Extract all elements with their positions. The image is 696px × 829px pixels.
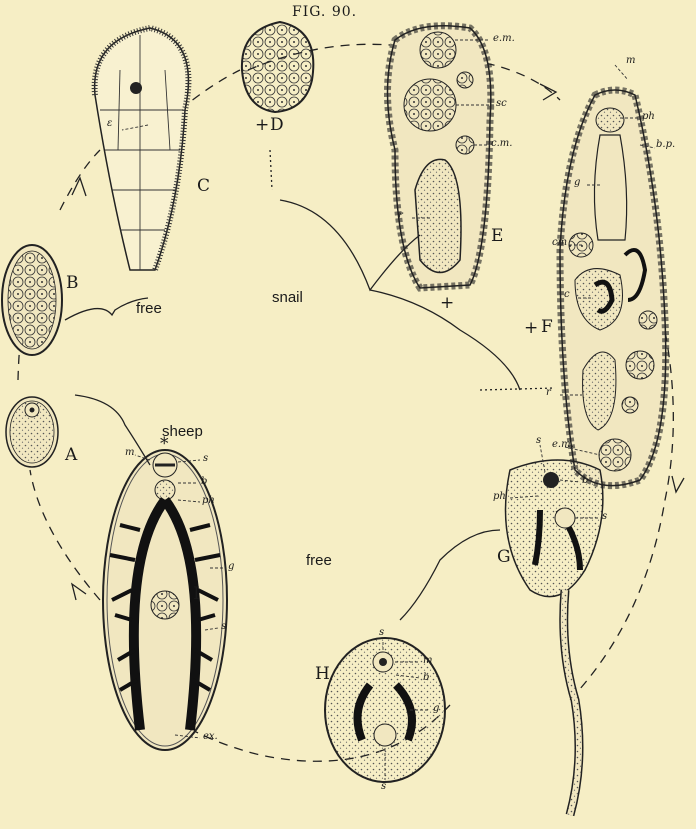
- part-em-e: e.m.: [493, 34, 515, 44]
- stage-label-a: A: [65, 447, 77, 464]
- part-g-f: g: [574, 178, 580, 188]
- part-ph-i: ph: [202, 496, 215, 506]
- part-g-i: g: [228, 562, 234, 572]
- part-sc-e: sc: [496, 99, 507, 109]
- part-m-h: m: [423, 656, 432, 666]
- part-ex-i: ex.: [203, 732, 218, 742]
- part-m-f: m: [626, 56, 635, 66]
- host-free-top: free: [136, 301, 162, 316]
- part-epsilon-c: ε: [107, 119, 112, 129]
- part-em-f: e.m.: [552, 440, 574, 450]
- part-cm-f: cm: [552, 238, 567, 248]
- stage-label-e: E: [491, 228, 503, 245]
- stage-label-c: C: [197, 178, 210, 195]
- part-s2-i: s: [221, 622, 226, 632]
- stage-label-b: B: [66, 275, 79, 292]
- part-ph-f: ph: [642, 112, 655, 122]
- part-bp-f: b.p.: [656, 140, 675, 150]
- sporocyst-d: [242, 22, 313, 112]
- stage-label-i: I: [193, 586, 200, 603]
- redia-f: [560, 90, 666, 486]
- part-r-e: r: [398, 211, 403, 221]
- part-ph-g: ph: [493, 492, 506, 502]
- part-b-g: b: [582, 476, 588, 486]
- part-g-h: g: [433, 704, 439, 714]
- part-s2-g: s: [602, 512, 607, 522]
- plus-f: +: [524, 320, 538, 337]
- part-star-i: *: [160, 436, 169, 453]
- part-s-g: s: [536, 436, 541, 446]
- plus-e: +: [440, 295, 454, 312]
- egg-b: [2, 245, 62, 355]
- stage-label-d: D: [270, 117, 284, 134]
- egg-a: [6, 397, 58, 467]
- part-b-h: b: [423, 673, 429, 683]
- part-s-i: s: [203, 454, 208, 464]
- part-r-f: r: [546, 388, 551, 398]
- stage-label-g: G: [497, 549, 511, 566]
- cercaria-g: [506, 460, 603, 815]
- figure-title: FIG. 90.: [292, 5, 357, 19]
- part-s-h: s: [379, 628, 384, 638]
- host-free-bottom: free: [306, 553, 332, 568]
- part-c-f: c: [564, 290, 570, 300]
- part-b-i: b: [201, 477, 207, 487]
- stage-label-f: F: [541, 319, 553, 336]
- miracidium-c: [95, 28, 189, 270]
- host-snail: snail: [272, 290, 303, 305]
- plus-d: +: [255, 117, 269, 134]
- redia-e: [388, 26, 491, 288]
- part-cm-e: c.m.: [491, 139, 512, 149]
- part-s2-h: s: [381, 782, 386, 792]
- part-m-i: m: [125, 448, 134, 458]
- stage-label-h: H: [315, 666, 330, 683]
